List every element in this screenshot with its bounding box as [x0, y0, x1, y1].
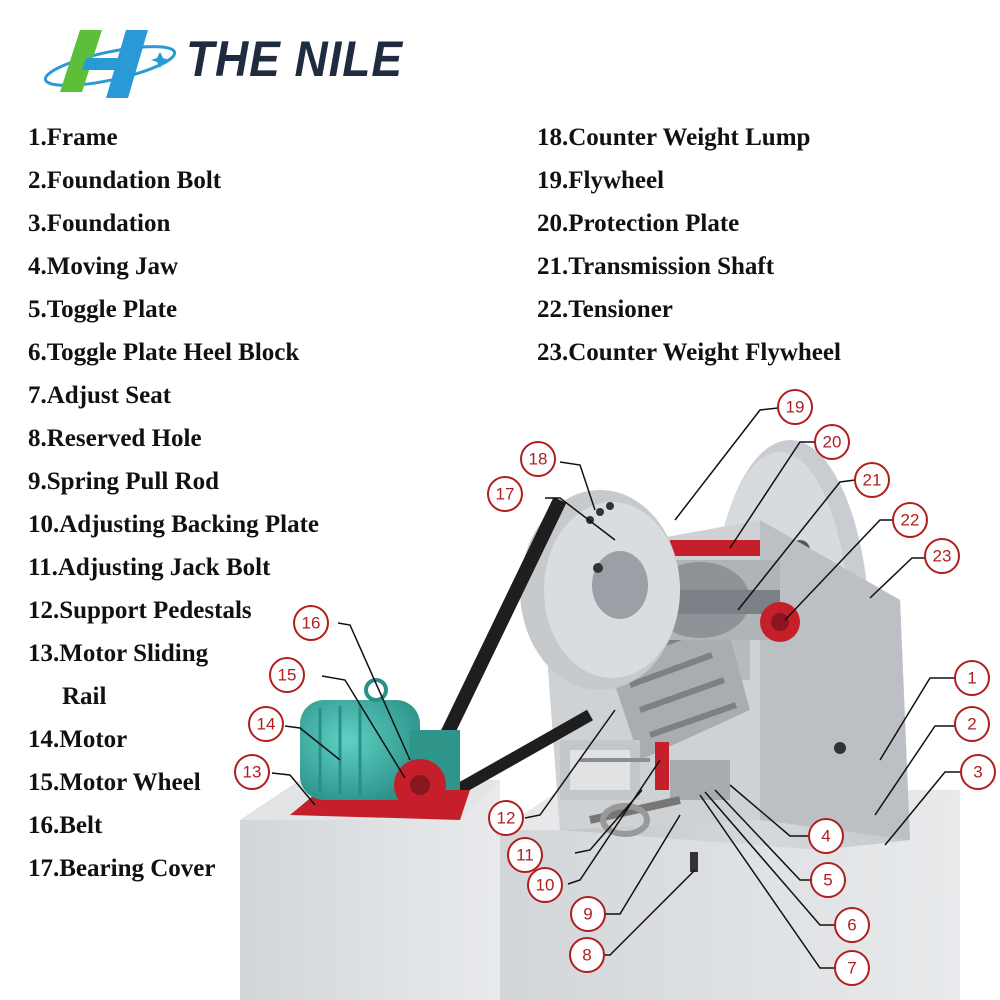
callout-11: 11 — [507, 837, 543, 873]
svg-text:22: 22 — [901, 511, 920, 530]
legend-item: 4.Moving Jaw — [28, 253, 178, 280]
svg-text:16: 16 — [302, 614, 321, 633]
legend-item: 19.Flywheel — [537, 167, 665, 194]
svg-text:17: 17 — [496, 485, 515, 504]
callout-5: 5 — [810, 862, 846, 898]
callout-6: 6 — [834, 907, 870, 943]
reserved-hole-bolt — [690, 852, 698, 872]
callout-badges: 17 18 19 20 21 22 23 1 2 3 4 5 6 7 8 9 1… — [234, 389, 996, 986]
legend-item: 9.Spring Pull Rod — [28, 468, 220, 495]
legend-item: 6.Toggle Plate Heel Block — [28, 339, 300, 366]
legend-item: 11.Adjusting Jack Bolt — [28, 554, 271, 581]
legend-item: 10.Adjusting Backing Plate — [28, 511, 320, 538]
callout-18: 18 — [520, 441, 556, 477]
svg-text:20: 20 — [823, 433, 842, 452]
legend-item: 22.Tensioner — [537, 296, 673, 323]
callout-19: 19 — [777, 389, 813, 425]
callout-2: 2 — [954, 706, 990, 742]
legend-item: 8.Reserved Hole — [28, 425, 202, 452]
svg-text:15: 15 — [278, 666, 297, 685]
callout-3: 3 — [960, 754, 996, 790]
callout-17: 17 — [487, 476, 523, 512]
parts-legend-right: 18.Counter Weight Lump 19.Flywheel 20.Pr… — [537, 116, 841, 374]
legend-item: Rail — [62, 683, 107, 710]
callout-16: 16 — [293, 605, 329, 641]
callout-14: 14 — [248, 706, 284, 742]
legend-item: 2.Foundation Bolt — [28, 167, 222, 194]
motor — [290, 678, 470, 820]
legend-item: 12.Support Pedestals — [28, 597, 252, 624]
svg-text:8: 8 — [582, 946, 591, 965]
brand-name: THE NILE — [186, 31, 403, 87]
logo-mark-icon — [43, 30, 177, 98]
legend-item: 23.Counter Weight Flywheel — [537, 339, 841, 366]
legend-item: 5.Toggle Plate — [28, 296, 178, 323]
svg-text:3: 3 — [973, 763, 982, 782]
svg-text:23: 23 — [933, 547, 952, 566]
callout-7: 7 — [834, 950, 870, 986]
svg-text:19: 19 — [786, 398, 805, 417]
company-logo — [43, 30, 177, 98]
callout-10: 10 — [527, 867, 563, 903]
callout-15: 15 — [269, 657, 305, 693]
legend-item: 7.Adjust Seat — [28, 382, 172, 409]
callout-4: 4 — [808, 818, 844, 854]
legend-item: 21.Transmission Shaft — [537, 253, 775, 280]
protection-plate — [670, 540, 760, 556]
legend-item: 13.Motor Sliding — [28, 640, 209, 667]
legend-item: 15.Motor Wheel — [28, 769, 201, 796]
svg-text:9: 9 — [583, 905, 592, 924]
legend-item: 16.Belt — [28, 812, 103, 839]
svg-text:1: 1 — [967, 669, 976, 688]
svg-text:12: 12 — [497, 809, 516, 828]
legend-item: 1.Frame — [28, 124, 118, 151]
adjustment-assembly — [560, 740, 730, 837]
svg-text:6: 6 — [847, 916, 856, 935]
svg-text:21: 21 — [863, 471, 882, 490]
callout-12: 12 — [488, 800, 524, 836]
legend-item: 17.Bearing Cover — [28, 855, 216, 882]
callout-1: 1 — [954, 660, 990, 696]
leader-lines — [271, 407, 960, 969]
callout-22: 22 — [892, 502, 928, 538]
svg-text:7: 7 — [847, 959, 856, 978]
callout-9: 9 — [570, 896, 606, 932]
svg-text:13: 13 — [243, 763, 262, 782]
legend-item: 3.Foundation — [28, 210, 171, 237]
callout-20: 20 — [814, 424, 850, 460]
legend-item: 18.Counter Weight Lump — [537, 124, 811, 151]
adjusting-backing-plate — [655, 742, 669, 790]
callout-13: 13 — [234, 754, 270, 790]
svg-text:4: 4 — [821, 827, 830, 846]
flywheel — [520, 490, 680, 690]
svg-text:11: 11 — [516, 846, 534, 865]
parts-legend-left: 1.Frame 2.Foundation Bolt 3.Foundation 4… — [28, 116, 319, 890]
legend-item: 14.Motor — [28, 726, 128, 753]
svg-text:14: 14 — [257, 715, 276, 734]
callout-23: 23 — [924, 538, 960, 574]
legend-item: 20.Protection Plate — [537, 210, 740, 237]
svg-text:5: 5 — [823, 871, 832, 890]
callout-8: 8 — [569, 937, 605, 973]
svg-text:10: 10 — [536, 876, 555, 895]
callout-21: 21 — [854, 462, 890, 498]
svg-text:2: 2 — [967, 715, 976, 734]
svg-text:18: 18 — [529, 450, 548, 469]
